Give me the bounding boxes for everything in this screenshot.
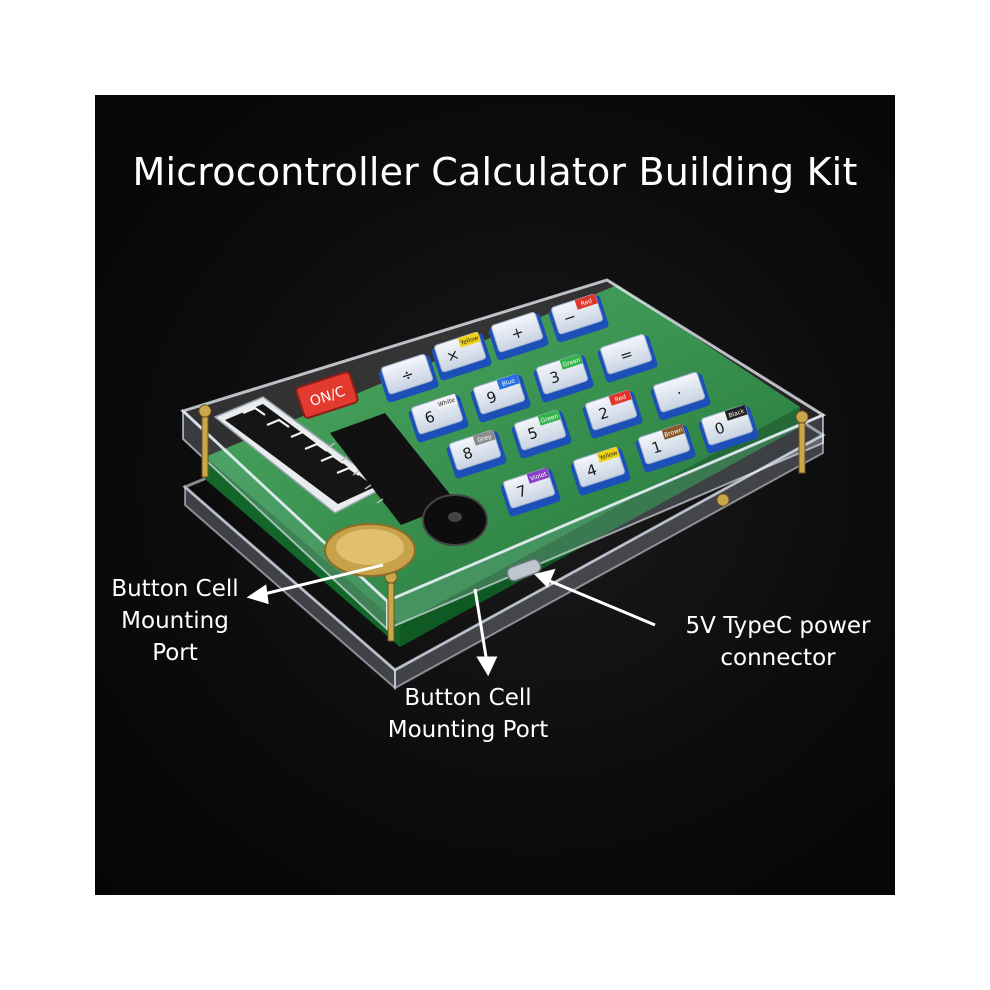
callout-bottom-label: Button Cell Mounting Port	[363, 682, 573, 746]
color-tag-red	[608, 389, 632, 406]
key-plus: +	[488, 312, 549, 361]
color-tag-green	[537, 409, 561, 426]
color-tag-blue	[496, 373, 520, 390]
color-tag-yellow	[596, 446, 620, 463]
key-label: ×	[444, 345, 462, 366]
key-label: ÷	[399, 365, 417, 386]
buzzer	[422, 494, 488, 546]
key-minus: Red−	[548, 293, 609, 343]
color-tag-label: Black	[728, 408, 746, 420]
keypad: ÷Yellow×+Red−White6Blue9Green3=Grey8Gree…	[378, 293, 759, 517]
button-cell-holder	[324, 523, 416, 577]
color-tag-white	[434, 393, 458, 410]
callout-right-line: 5V TypeC power	[685, 613, 871, 639]
key-dot: ·	[650, 372, 711, 421]
callout-right-line: connector	[720, 645, 836, 671]
color-tag-label: Blue	[501, 377, 516, 388]
key-label: −	[561, 307, 579, 328]
callout-left-line: Port	[152, 640, 198, 666]
callout-bottom-line: Mounting Port	[387, 717, 549, 743]
callout-left-line: Mounting	[121, 608, 229, 634]
microcontroller-chip	[328, 413, 457, 525]
usb-c-port	[506, 558, 542, 582]
color-tag-violet	[526, 467, 550, 484]
color-tag-black	[724, 404, 748, 421]
color-tag-label: Grey	[477, 433, 493, 444]
color-tag-grey	[472, 429, 496, 446]
callout-arrows	[246, 563, 656, 677]
key-cap	[491, 312, 543, 353]
standoff-screws	[198, 404, 809, 642]
callout-left-line: Button Cell	[111, 576, 239, 602]
key-cap	[381, 354, 433, 395]
callout-bottom-line: Button Cell	[404, 685, 532, 711]
key-onc: ON/C	[295, 371, 359, 419]
key-equals: =	[597, 334, 658, 383]
key-label: =	[618, 345, 636, 366]
photo-frame: Microcontroller Calculator Building Kit	[95, 95, 895, 895]
color-tag-label: Red	[580, 298, 593, 308]
callout-left-label: Button Cell Mounting Port	[95, 573, 255, 669]
calculator-kit-photo: ON/C ÷Yellow×+Red−White6Blue9Green3=Grey…	[180, 278, 827, 691]
seven-segment-display	[213, 396, 387, 514]
key-label: ·	[674, 384, 684, 403]
color-tag-label: Red	[614, 394, 627, 404]
color-tag-brown	[661, 423, 685, 440]
color-tag-yellow	[457, 331, 481, 348]
image-title: Microcontroller Calculator Building Kit	[132, 150, 858, 194]
acrylic-top-plate	[180, 278, 827, 632]
color-tag-green	[559, 353, 583, 370]
color-tag-red	[574, 293, 598, 310]
key-label: +	[509, 323, 527, 344]
key-times: Yellow×	[431, 331, 492, 381]
key-cap	[600, 334, 652, 375]
callout-right-label: 5V TypeC power connector	[661, 610, 895, 674]
key-cap	[653, 372, 705, 413]
key-divide: ÷	[378, 354, 439, 403]
